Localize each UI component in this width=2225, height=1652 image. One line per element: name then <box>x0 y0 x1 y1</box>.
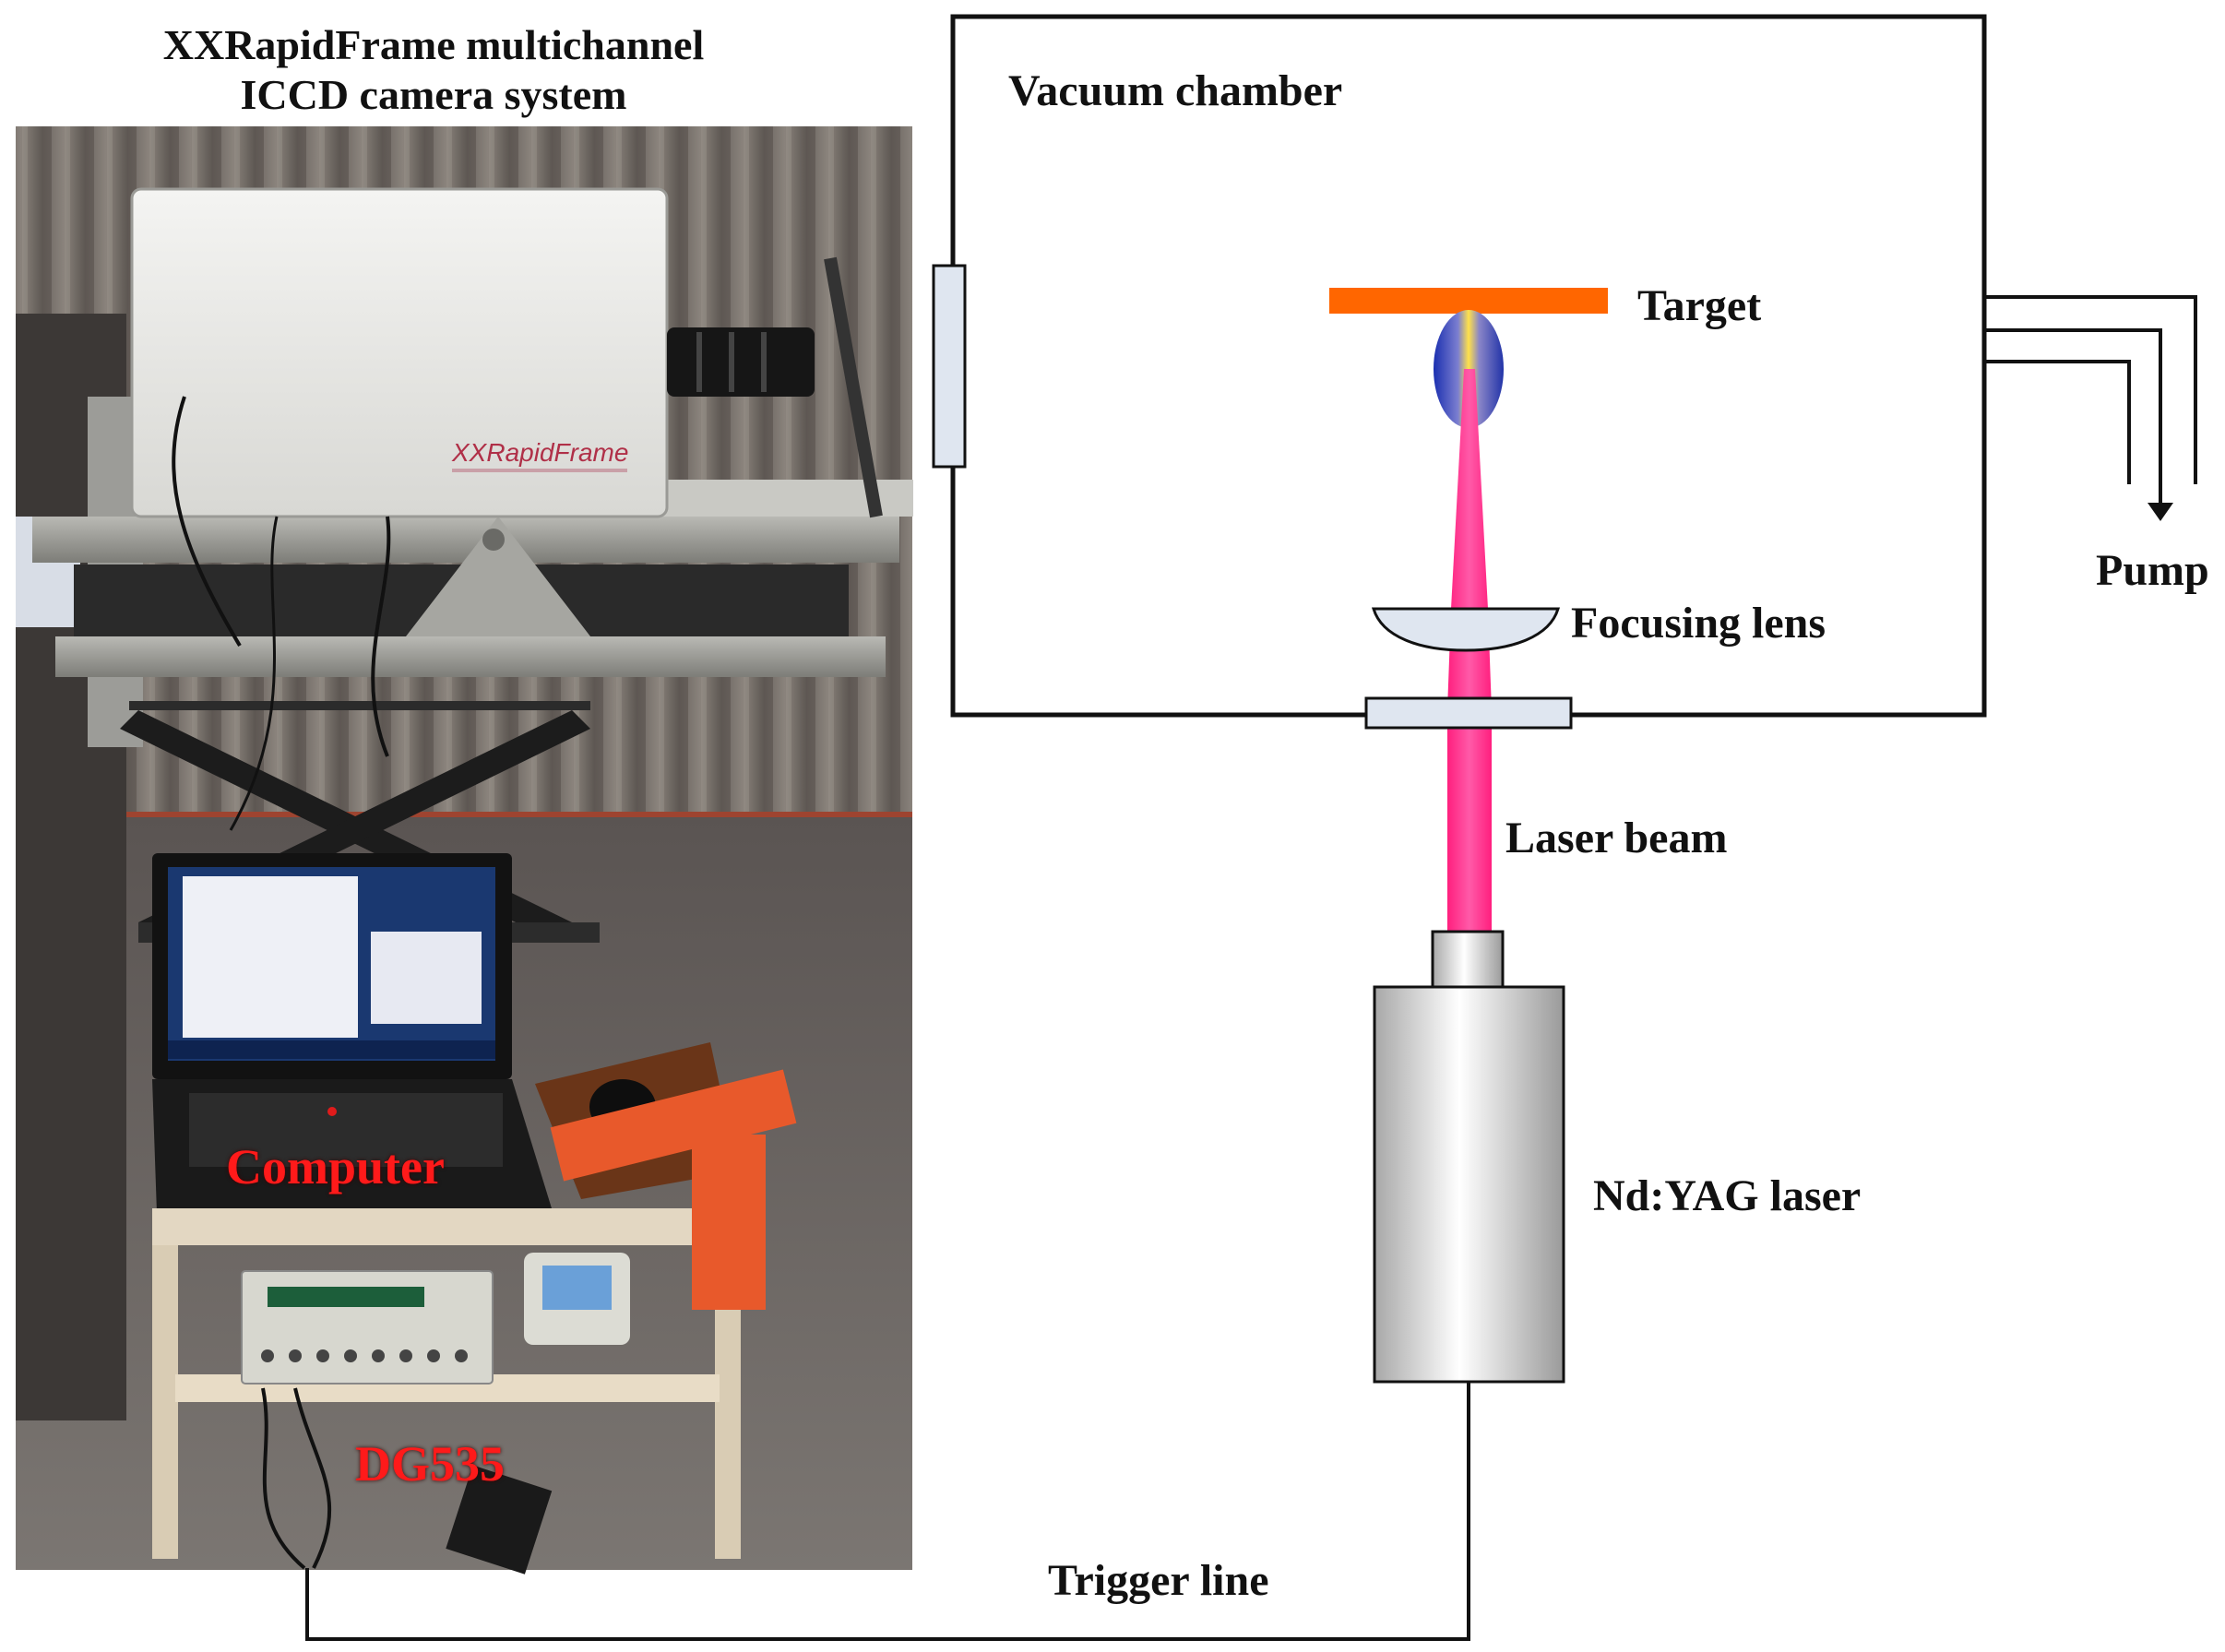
trigger-line-label: Trigger line <box>1048 1556 1269 1605</box>
camera-brand: XXRapidFrame <box>451 438 628 467</box>
photo-title: XXRapidFrame multichannel ICCD camera sy… <box>18 20 849 121</box>
side-window <box>932 264 967 469</box>
computer-label: Computer <box>226 1139 445 1194</box>
photo-title-line2: ICCD camera system <box>240 71 627 119</box>
dg535-label: DG535 <box>355 1436 505 1492</box>
nd-yag-laser-label: Nd:YAG laser <box>1593 1171 1862 1220</box>
camera-lens <box>667 327 815 397</box>
metal-platform <box>32 517 899 563</box>
pump-arrow <box>2148 503 2173 521</box>
photo-title-line1: XXRapidFrame multichannel <box>162 21 705 68</box>
focusing-lens-label: Focusing lens <box>1571 599 1826 648</box>
scissor-lift <box>129 701 590 710</box>
vacuum-chamber-label: Vacuum chamber <box>1008 66 1343 115</box>
target <box>1329 288 1608 314</box>
focusing-lens <box>1371 607 1561 652</box>
pump-label: Pump <box>2096 546 2209 595</box>
target-label: Target <box>1637 281 1762 330</box>
wooden-cart <box>152 1208 743 1245</box>
laser-aperture <box>1431 930 1505 989</box>
trigger-line <box>305 1382 1470 1641</box>
bottom-window <box>1364 696 1573 730</box>
nd-yag-laser <box>1373 985 1565 1384</box>
pump-lines <box>1984 295 2197 503</box>
laser-beam-label: Laser beam <box>1505 814 1728 862</box>
